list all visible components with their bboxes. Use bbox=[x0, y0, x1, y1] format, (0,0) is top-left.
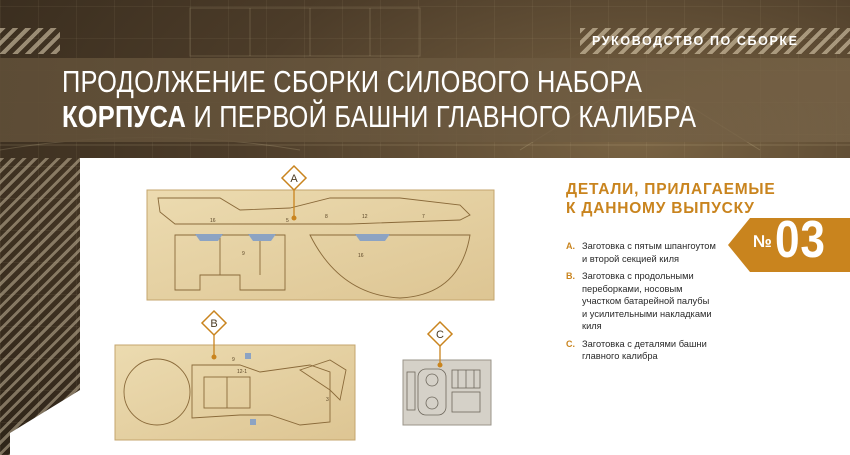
marker-b-letter: B bbox=[210, 318, 217, 330]
marker-c-letter: C bbox=[436, 329, 444, 341]
section-label: РУКОВОДСТВО ПО СБОРКЕ bbox=[592, 34, 799, 48]
item-letter: C. bbox=[566, 338, 575, 349]
sheet-a: 16 5 8 12 7 9 16 A bbox=[146, 164, 495, 301]
pieces-list: A. Заготовка с пятым шпангоутом и второй… bbox=[566, 240, 716, 368]
header-stripes-left bbox=[0, 28, 60, 54]
sheet-c-cutlines bbox=[406, 368, 481, 416]
page-title: ПРОДОЛЖЕНИЕ СБОРКИ СИЛОВОГО НАБОРА КОРПУ… bbox=[62, 64, 696, 134]
marker-c bbox=[426, 320, 454, 348]
list-item: C. Заготовка с деталями башни главного к… bbox=[566, 338, 716, 363]
marker-a-letter: A bbox=[290, 173, 298, 185]
item-text: Заготовка с деталями башни главного кали… bbox=[582, 338, 707, 362]
title-line-2-rest: И ПЕРВОЙ БАШНИ ГЛАВНОГО КАЛИБРА bbox=[186, 99, 697, 134]
item-text: Заготовка с продольными переборками, нос… bbox=[582, 271, 712, 331]
issue-badge bbox=[728, 218, 850, 272]
header-stripes bbox=[580, 28, 850, 54]
part-label: 9 bbox=[232, 357, 235, 363]
pieces-title-line-2: К ДАННОМУ ВЫПУСКУ bbox=[566, 200, 755, 217]
part-label: 12-1 bbox=[237, 369, 247, 375]
item-text: Заготовка с пятым шпангоутом и второй се… bbox=[582, 241, 716, 264]
part-label: 3 bbox=[326, 397, 329, 403]
sheet-a-holes bbox=[195, 234, 390, 241]
marker-b bbox=[200, 309, 228, 337]
sheet-b-labels: 9 12-1 3 bbox=[232, 357, 329, 403]
pieces-title: ДЕТАЛИ, ПРИЛАГАЕМЫЕ К ДАННОМУ ВЫПУСКУ bbox=[566, 180, 776, 218]
list-item: B. Заготовка с продольными переборками, … bbox=[566, 270, 716, 333]
sheet-a-cutlines bbox=[157, 197, 471, 299]
title-band bbox=[0, 58, 850, 142]
sheet-a-board bbox=[146, 189, 495, 301]
issue-prefix: № bbox=[753, 232, 772, 251]
part-label: 16 bbox=[210, 218, 216, 224]
sheet-b-board bbox=[114, 344, 356, 441]
part-label: 9 bbox=[242, 251, 245, 257]
sheet-b: 9 12-1 3 B bbox=[114, 309, 356, 441]
sheet-b-holes bbox=[245, 353, 256, 425]
part-label: 16 bbox=[358, 253, 364, 259]
marker-a bbox=[280, 164, 308, 192]
item-letter: B. bbox=[566, 271, 575, 281]
title-line-1: ПРОДОЛЖЕНИЕ СБОРКИ СИЛОВОГО НАБОРА bbox=[62, 64, 643, 99]
sheet-b-cutlines bbox=[123, 358, 347, 426]
part-label: 12 bbox=[362, 214, 368, 220]
issue-number: 03 bbox=[775, 211, 826, 269]
parts-photos: 16 5 8 12 7 9 16 A 9 12-1 3 bbox=[114, 164, 495, 441]
list-item: A. Заготовка с пятым шпангоутом и второй… bbox=[566, 240, 716, 265]
sheet-a-labels: 16 5 8 12 7 9 16 bbox=[210, 214, 425, 259]
pieces-title-line-1: ДЕТАЛИ, ПРИЛАГАЕМЫЕ bbox=[566, 181, 776, 198]
part-label: 5 bbox=[286, 218, 289, 224]
item-letter: A. bbox=[566, 241, 575, 251]
part-label: 8 bbox=[325, 214, 328, 220]
sheet-c: C bbox=[402, 320, 492, 426]
title-line-2-bold: КОРПУСА bbox=[62, 99, 187, 134]
part-label: 7 bbox=[422, 214, 425, 220]
